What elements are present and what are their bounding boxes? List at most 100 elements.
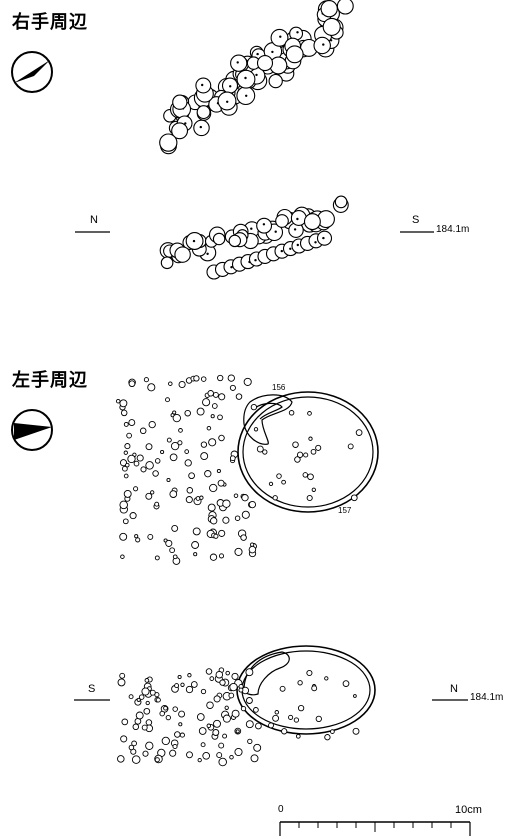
artefact [229, 682, 238, 692]
artefact [154, 555, 160, 561]
bead [228, 234, 242, 248]
artefact [281, 479, 286, 485]
artefact [198, 727, 207, 735]
artefact [215, 670, 224, 679]
artefact [241, 510, 250, 519]
artefact [128, 419, 136, 427]
artefact [202, 398, 211, 407]
artefact [148, 420, 156, 429]
artefact [134, 534, 139, 539]
artefact [330, 729, 335, 734]
artefact [200, 441, 208, 448]
artefact [150, 490, 155, 495]
bead-hole [289, 247, 292, 250]
artefact [288, 410, 295, 416]
bead [268, 73, 283, 89]
artefact [174, 683, 180, 689]
elevation-upper: 184.1m [436, 224, 470, 235]
artefact [212, 391, 219, 398]
pit-label-156: 156 [272, 383, 286, 392]
artefact [225, 670, 230, 676]
artefact [233, 493, 239, 498]
artefact [171, 524, 179, 532]
section-label-n-lower: N [450, 683, 458, 695]
artefact [255, 722, 262, 730]
artefact [245, 720, 254, 729]
artefact [186, 487, 194, 494]
artefact [126, 432, 132, 439]
bead-hole [262, 223, 266, 226]
bead [236, 69, 256, 89]
artefact [353, 694, 357, 698]
elevation-lower: 184.1m [470, 692, 504, 703]
artefact [206, 701, 214, 709]
artefact [174, 731, 181, 738]
bead [320, 0, 338, 18]
bead-hole [296, 31, 299, 34]
artefact [238, 687, 244, 693]
bead-hole [322, 43, 325, 46]
artefact [124, 443, 131, 450]
artefact [218, 434, 225, 442]
artefact [172, 410, 177, 415]
artefact [315, 444, 322, 451]
artefact [208, 438, 217, 447]
artefact [140, 466, 147, 473]
bead [174, 246, 191, 263]
artefact [216, 752, 223, 759]
artefact [274, 710, 280, 715]
artefact [249, 542, 255, 547]
bead-hole [274, 230, 277, 233]
artefact [163, 705, 168, 711]
artefact [166, 477, 171, 483]
artefact [292, 441, 299, 448]
bead-hole [206, 252, 209, 255]
artefact [121, 718, 129, 726]
artefact [128, 744, 135, 751]
bead-hole [254, 259, 257, 262]
bead [160, 256, 174, 270]
artefact [199, 495, 204, 500]
artefact [122, 518, 129, 525]
artefact [202, 751, 211, 760]
artefact [115, 398, 121, 404]
artefact [210, 414, 215, 419]
artefact [231, 672, 239, 680]
bead-hole [229, 85, 232, 88]
artefact [193, 375, 200, 382]
artefact [213, 719, 221, 728]
artefact [296, 451, 304, 458]
artefact [185, 496, 193, 504]
artefact [342, 680, 350, 687]
artefact [149, 689, 156, 696]
artefact [166, 437, 172, 443]
artefact [117, 678, 126, 687]
artefact [213, 695, 221, 703]
artefact [352, 727, 360, 735]
artefact [279, 685, 286, 692]
artefact [168, 381, 173, 386]
artefact [192, 527, 201, 536]
artefact [218, 393, 226, 401]
artefact [155, 697, 161, 703]
artefact [219, 679, 226, 686]
bead-hole [322, 236, 325, 240]
artefact [196, 713, 205, 721]
bead-hole [244, 76, 247, 80]
artefact [141, 724, 148, 731]
artefact [128, 694, 134, 700]
artefact [133, 460, 140, 467]
artefact [131, 755, 141, 764]
artefact [145, 741, 154, 750]
artefact [276, 473, 282, 479]
artefact [222, 516, 230, 524]
artefact [307, 411, 312, 416]
artefact [177, 674, 182, 680]
artefact [145, 461, 154, 470]
artefact [240, 705, 247, 712]
artefact [147, 533, 154, 540]
artefact [200, 452, 209, 461]
bead-hole [250, 227, 253, 230]
bead [256, 217, 273, 234]
artefact [135, 711, 144, 720]
